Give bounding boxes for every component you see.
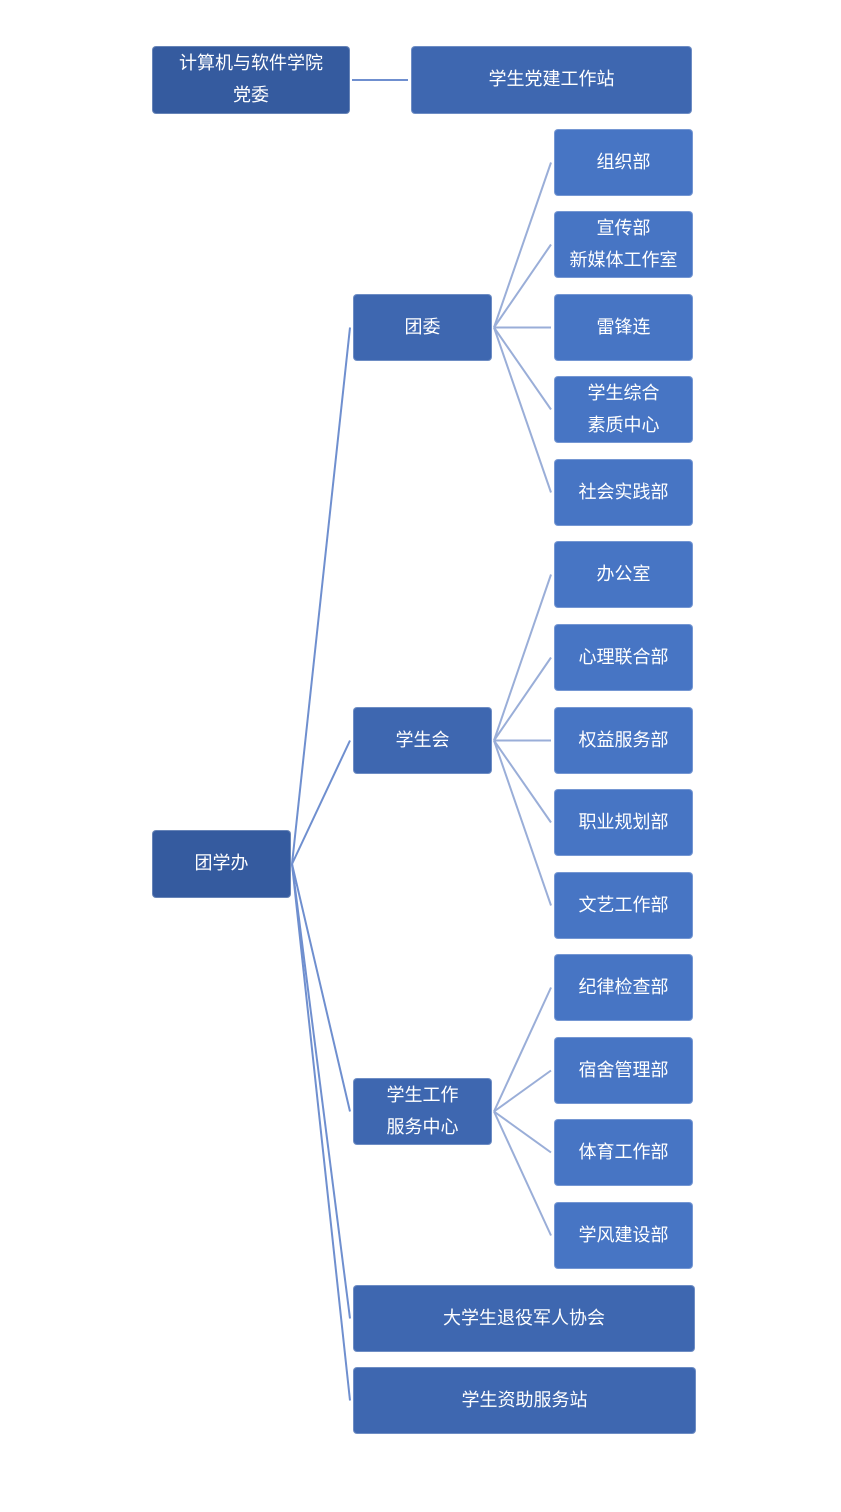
connector-line bbox=[493, 739, 552, 824]
branch-veterans-association[interactable]: 大学生退役军人协会 bbox=[353, 1285, 695, 1352]
dept-node[interactable]: 文艺工作部 bbox=[554, 872, 693, 939]
connector-line bbox=[291, 863, 351, 1319]
connector-line bbox=[291, 327, 351, 865]
connector-line bbox=[493, 326, 552, 411]
connector-line bbox=[493, 327, 552, 493]
connector-line bbox=[493, 987, 552, 1112]
dept-node[interactable]: 雷锋连 bbox=[554, 294, 693, 361]
dept-node[interactable]: 组织部 bbox=[554, 129, 693, 196]
dept-node[interactable]: 学生综合 素质中心 bbox=[554, 376, 693, 443]
dept-node[interactable]: 学风建设部 bbox=[554, 1202, 693, 1269]
connector-line bbox=[493, 740, 552, 906]
connector-line bbox=[493, 243, 552, 329]
dept-node[interactable]: 职业规划部 bbox=[554, 789, 693, 856]
party-committee-node[interactable]: 计算机与软件学院 党委 bbox=[152, 46, 350, 114]
connector-line bbox=[291, 863, 351, 1401]
connector-line bbox=[493, 1069, 552, 1113]
dept-node[interactable]: 办公室 bbox=[554, 541, 693, 608]
dept-node[interactable]: 纪律检查部 bbox=[554, 954, 693, 1021]
connector-line bbox=[291, 863, 351, 1112]
dept-node[interactable]: 权益服务部 bbox=[554, 707, 693, 774]
branch-youth-league[interactable]: 团委 bbox=[353, 294, 492, 361]
connector-line bbox=[291, 740, 351, 865]
dept-node[interactable]: 宣传部 新媒体工作室 bbox=[554, 211, 693, 278]
branch-financial-aid-station[interactable]: 学生资助服务站 bbox=[353, 1367, 696, 1434]
dept-node[interactable]: 社会实践部 bbox=[554, 459, 693, 526]
dept-node[interactable]: 心理联合部 bbox=[554, 624, 693, 691]
dept-node[interactable]: 体育工作部 bbox=[554, 1119, 693, 1186]
branch-service-center[interactable]: 学生工作 服务中心 bbox=[353, 1078, 492, 1145]
dept-node[interactable]: 宿舍管理部 bbox=[554, 1037, 693, 1104]
office-node[interactable]: 团学办 bbox=[152, 830, 291, 898]
branch-student-union[interactable]: 学生会 bbox=[353, 707, 492, 774]
connector-line bbox=[493, 162, 552, 328]
connector-line bbox=[493, 574, 552, 741]
connector-line bbox=[493, 656, 552, 742]
connector-line bbox=[493, 1111, 552, 1236]
party-station-node[interactable]: 学生党建工作站 bbox=[411, 46, 692, 114]
connector-line bbox=[493, 1110, 552, 1154]
